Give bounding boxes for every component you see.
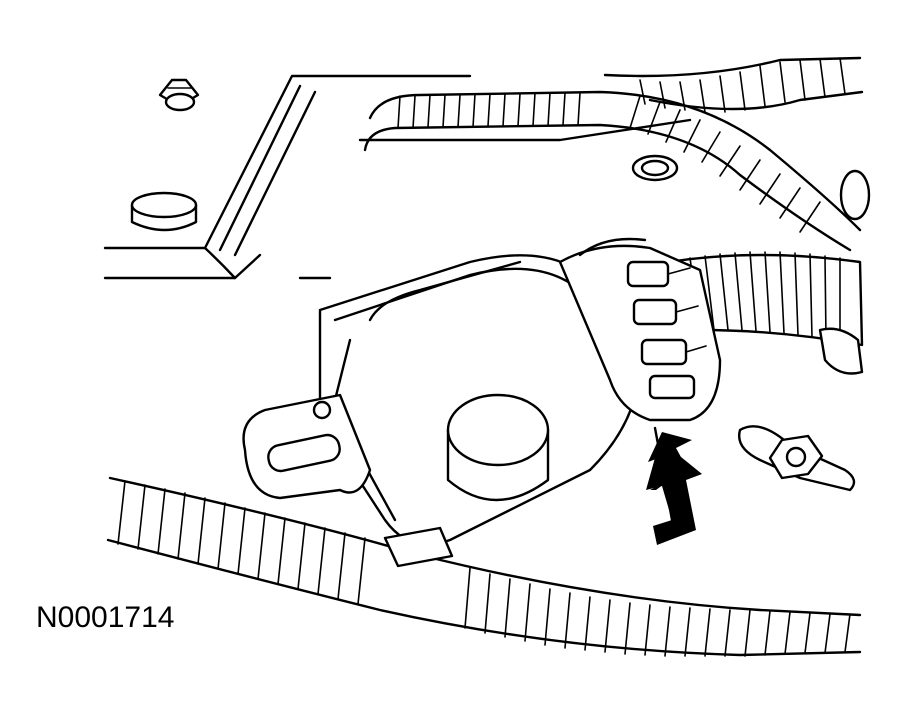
mounting-bracket [103, 74, 692, 280]
lower-wiring-harness [106, 476, 862, 657]
rubber-plug [130, 191, 198, 232]
push-clip [158, 78, 200, 112]
mounting-flange [242, 393, 372, 500]
sensor-cap [446, 393, 550, 502]
up-arrow-icon [646, 426, 702, 545]
grommet [631, 154, 679, 182]
electrical-connector [558, 237, 722, 422]
figure-id-label: N0001714 [36, 601, 175, 634]
ground-bolt [738, 425, 856, 492]
connector-wiring-harness [665, 251, 864, 375]
upper-wiring-harness [363, 56, 871, 252]
